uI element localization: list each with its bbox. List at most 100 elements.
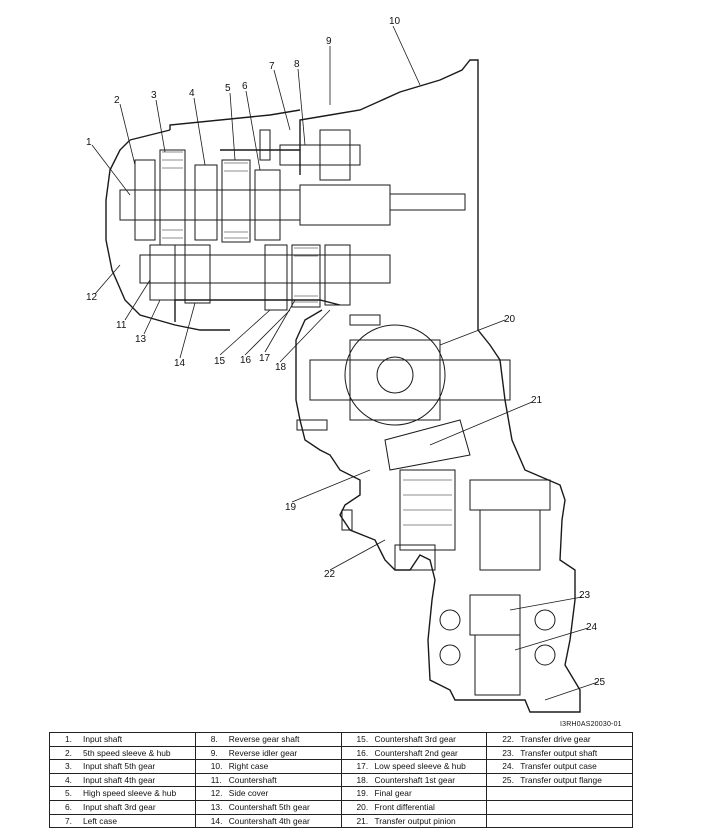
legend-row: 5. High speed sleeve & hub 12. Side cover 19… [49,786,633,801]
legend-item-number: 10. [210,761,223,772]
legend-item-number: 13. [210,801,223,812]
legend-cell: 4. Input shaft 4th gear [49,772,196,788]
legend-item-number: 21. [356,815,369,826]
legend-cell: 6. Input shaft 3rd gear [49,799,196,815]
legend-item-number: 24. [502,761,514,772]
legend-item-label: Countershaft 1st gear [374,774,456,785]
legend-item-label: Right case [228,761,269,772]
callout-2: 2 [114,95,120,106]
legend-item-label: Transfer output pinion [374,815,456,826]
legend-item-number: 4. [65,774,72,785]
legend-item-label: Input shaft [83,734,123,744]
legend-item-label: High speed sleeve & hub [83,788,177,799]
legend-cell: 2. 5th speed sleeve & hub [49,745,196,761]
callout-20: 20 [504,314,516,325]
callout-9: 9 [326,36,332,47]
legend-cell: 5. High speed sleeve & hub [49,786,196,801]
legend-cell: 25. Transfer output flange [486,772,633,788]
callout-25: 25 [594,677,606,688]
legend-item-number: 8. [210,734,218,744]
callout-22: 22 [324,569,336,580]
legend-cell: 24. Transfer output case [486,759,633,774]
shaft-assemblies [119,129,556,696]
legend-item-number: 6. [65,801,72,812]
callout-8: 8 [294,59,300,70]
legend-item-label: Input shaft 3rd gear [83,801,156,812]
callout-11: 11 [116,320,127,331]
legend-item-label: Countershaft 3rd gear [374,734,456,744]
callout-6: 6 [242,81,248,92]
legend-cell: 9.Reverse idler gear [194,745,342,761]
legend-item-number: 25. [502,774,514,785]
parts-legend-table: 1. Input shaft 8. Reverse gear shaft 15. Coun… [49,732,633,829]
callout-13: 13 [135,334,147,345]
legend-cell: 7. Left case [49,813,196,829]
legend-item-number: 14. [210,815,223,826]
legend-row: 2. 5th speed sleeve & hub 9.Reverse idler … [49,745,633,761]
transaxle-cross-section-diagram: 1 2 3 4 5 6 7 8 9 10 11 12 13 14 15 16 1… [86,16,606,713]
legend-cell: 19.Final gear [340,786,488,801]
legend-item-number: 23. [502,747,514,758]
callout-3: 3 [151,90,157,101]
legend-item-label: Input shaft 4th gear [83,774,156,785]
legend-cell: 22. Transfer drive gear [486,732,633,747]
legend-item-number: 1. [65,734,72,744]
callout-23: 23 [579,590,591,601]
callout-15: 15 [214,356,226,367]
legend-item-number: 12. [210,788,223,799]
legend-item-number: 16. [356,747,369,758]
legend-cell: 10. Right case [194,759,342,774]
legend-row: 1. Input shaft 8. Reverse gear shaft 15. Coun… [49,732,633,747]
legend-item-label: Reverse gear shaft [228,734,300,744]
legend-cell: 14. Countershaft 4th gear [194,813,342,829]
legend-item-label: Transfer output shaft [520,747,598,758]
legend-cell: 3. Input shaft 5th gear [49,759,196,774]
legend-row: 7. Left case 14. Countershaft 4th gear 21. Tr… [49,813,633,829]
callout-4: 4 [189,88,195,99]
callout-21: 21 [531,395,543,406]
legend-item-number: 20. [356,801,369,812]
leader-lines [91,25,599,701]
callout-12: 12 [86,292,98,303]
legend-item-label: Transfer drive gear [520,734,591,744]
callout-18: 18 [275,362,287,373]
legend-item-label: Countershaft [228,774,277,785]
legend-cell: 12. Side cover [194,786,342,801]
legend-cell: 21. Transfer output pinion [340,813,488,829]
housing-outline [105,59,581,713]
legend-row: 3. Input shaft 5th gear 10. Right case 17. Lo… [49,759,633,774]
legend-item-label: Input shaft 5th gear [83,761,156,772]
legend-item-label: Transfer output flange [520,774,602,785]
legend-item-number: 7. [65,815,72,826]
callout-17: 17 [259,353,271,364]
legend-item-number: 3. [65,761,72,772]
legend-item-number: 5. [65,788,72,799]
legend-row: 6. Input shaft 3rd gear 13. Countershaft 5t… [49,799,633,815]
parts-legend-body: 1. Input shaft 8. Reverse gear shaft 15. Coun… [49,732,633,829]
callout-16: 16 [240,355,252,366]
legend-item-number: 22. [502,734,514,744]
gear-teeth-hatching [162,151,452,526]
legend-item-label: Side cover [228,788,269,799]
callout-10: 10 [389,16,401,27]
legend-item-label: Transfer output case [520,761,597,772]
legend-item-label: Low speed sleeve & hub [374,761,466,772]
legend-item-label: Countershaft 4th gear [228,815,310,826]
callout-1: 1 [86,137,92,148]
legend-item-number: 11. [210,774,222,785]
legend-item-label: 5th speed sleeve & hub [83,747,171,758]
legend-item-number: 2. [65,747,72,758]
legend-item-label: Left case [83,815,117,826]
legend-item-number: 17. [356,761,369,772]
legend-cell: 1. Input shaft [49,732,196,747]
legend-item-number: 18. [356,774,369,785]
legend-cell: 8. Reverse gear shaft [194,732,342,747]
legend-item-label: Final gear [374,788,412,799]
legend-item-number: 9. [210,747,218,758]
legend-item-number: 15. [356,734,369,744]
legend-cell [486,813,633,829]
callout-24: 24 [586,622,598,633]
legend-cell [486,799,633,815]
legend-cell [486,786,633,801]
legend-item-label: Countershaft 5th gear [228,801,310,812]
